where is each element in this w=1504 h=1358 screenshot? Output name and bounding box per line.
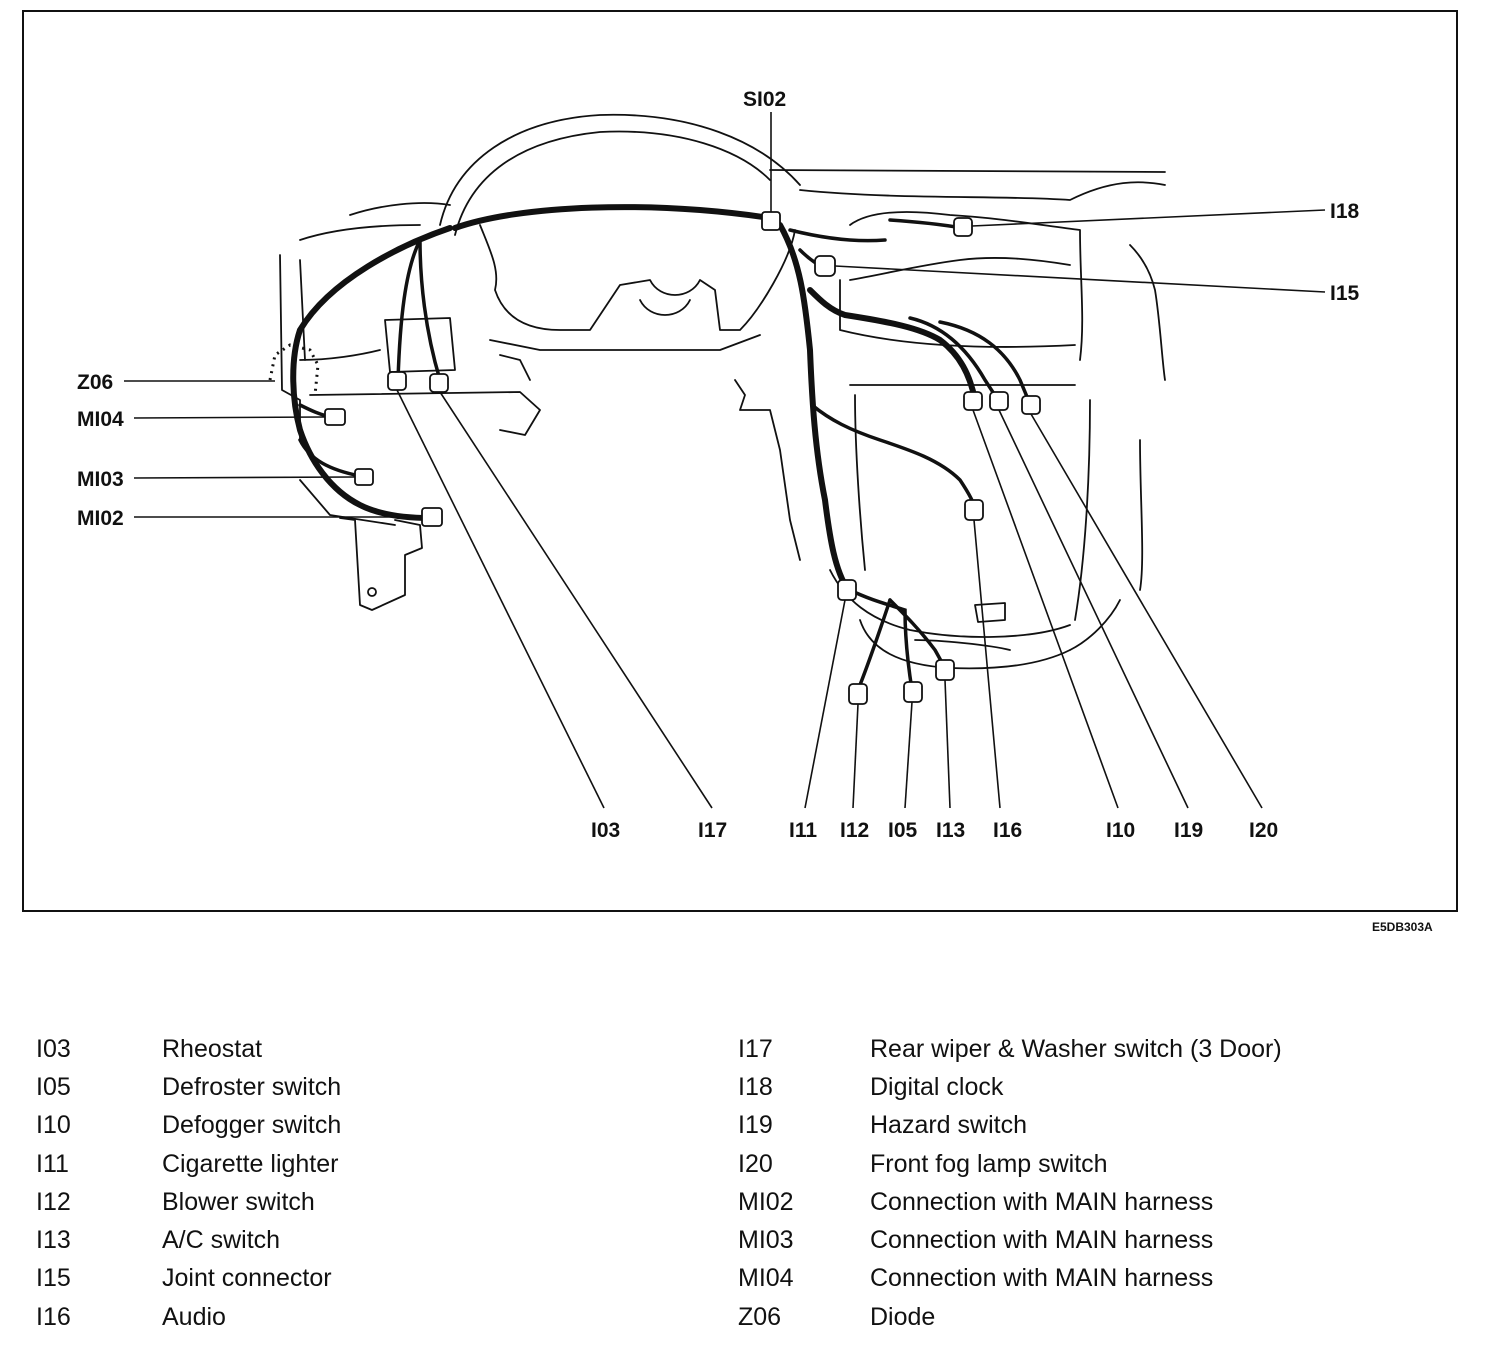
leader-lines <box>124 112 1326 809</box>
legend-code: MI04 <box>738 1264 794 1293</box>
legend-code: Z06 <box>738 1302 782 1331</box>
legend-desc: Defroster switch <box>162 1072 342 1101</box>
legend-desc: Connection with MAIN harness <box>870 1264 1214 1293</box>
legend-code: I10 <box>36 1111 71 1140</box>
callout-mi03: MI03 <box>77 468 124 491</box>
legend-row: I13 A/C switch <box>36 1221 341 1259</box>
legend-desc: Blower switch <box>162 1187 315 1216</box>
instrument-panel-outline <box>279 113 1166 670</box>
callout-i10: I10 <box>1106 819 1135 842</box>
callout-i15: I15 <box>1330 282 1360 305</box>
connector-i12 <box>848 683 868 705</box>
legend-desc: A/C switch <box>162 1226 281 1255</box>
connector-i11 <box>837 579 857 601</box>
connector-mi03 <box>354 468 374 486</box>
legend-desc: Diode <box>870 1302 936 1331</box>
legend-desc: Connection with MAIN harness <box>870 1187 1214 1216</box>
callout-i20: I20 <box>1249 819 1278 842</box>
legend-row: I19 Hazard switch <box>738 1107 1282 1145</box>
callout-i11: I11 <box>789 819 817 842</box>
connector-mi04 <box>324 408 346 426</box>
connector-i19 <box>989 391 1009 411</box>
connector-i05 <box>903 681 923 703</box>
wiring-diagram: SI02 I18 I15 Z06 MI04 MI03 MI02 I03 I17 … <box>77 88 1360 842</box>
legend-code: I11 <box>36 1149 69 1178</box>
legend-row: I20 Front fog lamp switch <box>738 1145 1282 1183</box>
legend-code: MI02 <box>738 1187 794 1216</box>
legend-row: I17 Rear wiper & Washer switch (3 Door) <box>738 1030 1282 1068</box>
legend-row: I10 Defogger switch <box>36 1107 341 1145</box>
legend-desc: Defogger switch <box>162 1111 342 1140</box>
callout-i19: I19 <box>1174 819 1203 842</box>
legend-row: I11 Cigarette lighter <box>36 1145 341 1183</box>
drawing-code: E5DB303A <box>1372 920 1433 934</box>
callout-labels: SI02 I18 I15 Z06 MI04 MI03 MI02 I03 I17 … <box>77 88 1360 842</box>
legend-row: MI03 Connection with MAIN harness <box>738 1221 1282 1259</box>
diagram-frame <box>22 10 1458 912</box>
legend-code: I12 <box>36 1187 71 1216</box>
callout-i16: I16 <box>993 819 1022 842</box>
callout-i17: I17 <box>698 819 727 842</box>
legend-desc: Front fog lamp switch <box>870 1149 1108 1178</box>
legend-code: I05 <box>36 1072 71 1101</box>
legend-row: I15 Joint connector <box>36 1260 341 1298</box>
legend-code: I16 <box>36 1302 71 1331</box>
legend-desc: Connection with MAIN harness <box>870 1226 1214 1255</box>
legend-desc: Digital clock <box>870 1072 1004 1101</box>
legend-code: I17 <box>738 1034 773 1063</box>
callout-mi04: MI04 <box>77 408 124 431</box>
callout-i12: I12 <box>840 819 869 842</box>
legend-code: I20 <box>738 1149 773 1178</box>
connector-i16 <box>964 499 984 521</box>
connectors <box>324 211 1041 705</box>
legend-row: I18 Digital clock <box>738 1068 1282 1106</box>
connector-i03 <box>387 371 407 391</box>
legend-code: I18 <box>738 1072 773 1101</box>
legend-code: I13 <box>36 1226 71 1255</box>
legend-right-column: I17 Rear wiper & Washer switch (3 Door) I… <box>738 1030 1282 1336</box>
callout-z06: Z06 <box>77 371 113 394</box>
legend-row: MI04 Connection with MAIN harness <box>738 1260 1282 1298</box>
callout-i05: I05 <box>888 819 918 842</box>
legend-desc: Rear wiper & Washer switch (3 Door) <box>870 1034 1282 1063</box>
legend-code: MI03 <box>738 1226 794 1255</box>
connector-i10 <box>963 391 983 411</box>
callout-i18: I18 <box>1330 200 1360 223</box>
legend-row: MI02 Connection with MAIN harness <box>738 1183 1282 1221</box>
connector-mi02 <box>421 507 443 527</box>
legend-row: I16 Audio <box>36 1298 341 1336</box>
callout-si02: SI02 <box>743 88 786 111</box>
legend-code: I03 <box>36 1034 71 1063</box>
callout-i13: I13 <box>936 819 965 842</box>
callout-mi02: MI02 <box>77 507 124 530</box>
legend-desc: Rheostat <box>162 1034 263 1063</box>
connector-i18 <box>953 217 973 237</box>
legend-code: I15 <box>36 1264 71 1293</box>
legend-left-column: I03 Rheostat I05 Defroster switch I10 Defog… <box>36 1030 341 1336</box>
legend-desc: Joint connector <box>162 1264 332 1293</box>
legend-row: I03 Rheostat <box>36 1030 341 1068</box>
connector-si02 <box>761 211 781 231</box>
connector-i15 <box>814 255 836 277</box>
legend-code: I19 <box>738 1111 773 1140</box>
diode-outline <box>268 343 320 396</box>
legend-row: I05 Defroster switch <box>36 1068 341 1106</box>
legend-desc: Hazard switch <box>870 1111 1027 1140</box>
legend-row: Z06 Diode <box>738 1298 1282 1336</box>
callout-i03: I03 <box>591 819 620 842</box>
legend-desc: Cigarette lighter <box>162 1149 339 1178</box>
connector-i13 <box>935 659 955 681</box>
legend-desc: Audio <box>162 1302 226 1331</box>
connector-i20 <box>1021 395 1041 415</box>
harness-wires <box>290 204 1032 692</box>
legend-row: I12 Blower switch <box>36 1183 341 1221</box>
connector-i17 <box>429 373 449 393</box>
